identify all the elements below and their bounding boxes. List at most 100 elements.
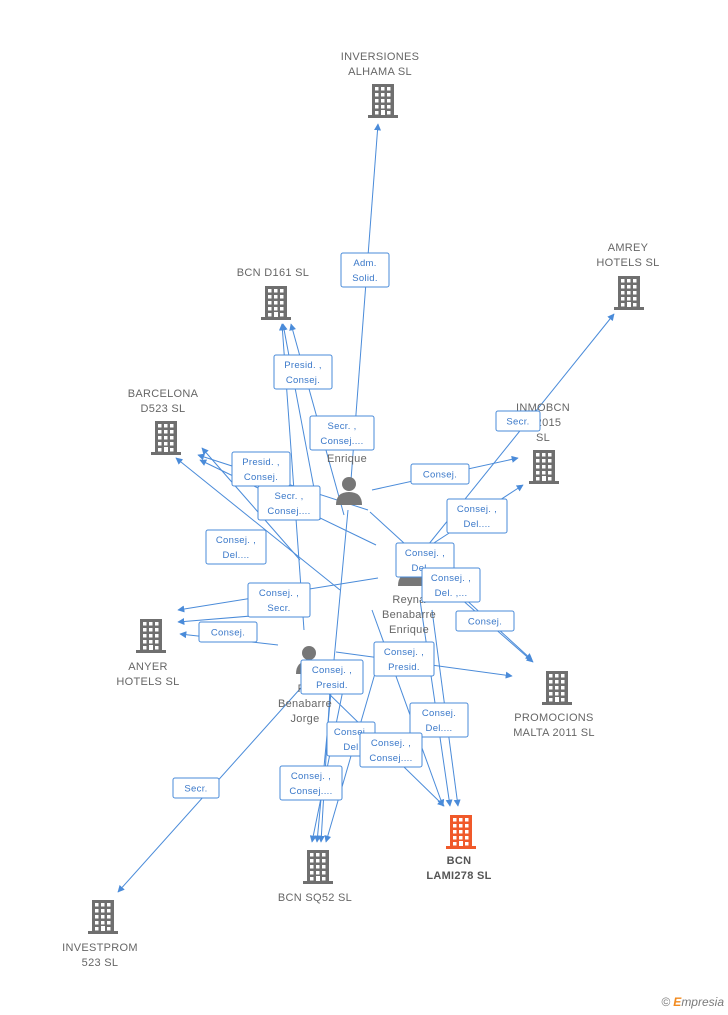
edge-label-box <box>340 252 390 288</box>
building-window <box>274 307 278 311</box>
edge-label[interactable]: Consej.Del.... <box>409 702 469 738</box>
building-window <box>322 853 326 857</box>
edge-label[interactable]: Consej. ,Consej.... <box>359 732 423 768</box>
building-base <box>542 702 572 705</box>
edge-label-text: Consej. , <box>312 665 352 676</box>
building-icon[interactable] <box>261 286 291 320</box>
building-window <box>316 853 320 857</box>
building-window <box>170 436 174 440</box>
building-base <box>261 317 291 320</box>
building-window <box>633 279 637 283</box>
edge-label[interactable]: Secr. ,Consej.... <box>257 485 321 521</box>
building-window <box>548 453 552 457</box>
node-label: D523 SL <box>141 403 186 415</box>
building-icon[interactable] <box>614 276 644 310</box>
edge-label[interactable]: Consej. <box>198 621 258 643</box>
building-window <box>555 680 559 684</box>
building-window <box>274 301 278 305</box>
edge-label-box <box>257 485 321 521</box>
building-icon[interactable] <box>368 84 398 118</box>
node-enrique1[interactable]: Enrique <box>327 453 367 505</box>
edge-label[interactable]: Consej. ,Secr. <box>247 582 311 618</box>
building-door <box>542 476 546 481</box>
node-label: Jorge <box>290 713 319 725</box>
building-base <box>303 881 333 884</box>
edge-label-text: Del.... <box>464 519 491 530</box>
brand-logo-initial: E <box>673 995 682 1009</box>
edge-label[interactable]: Presid. ,Consej. <box>273 354 333 390</box>
building-window <box>158 430 162 434</box>
copyright-symbol: © <box>661 995 671 1009</box>
building-window <box>155 622 159 626</box>
building-icon[interactable] <box>303 850 333 884</box>
building-window <box>280 295 284 299</box>
building-window <box>555 686 559 690</box>
edge-label-text: Solid. <box>352 273 378 284</box>
building-icon[interactable] <box>88 900 118 934</box>
node-d161[interactable]: BCN D161 SL <box>237 267 309 320</box>
building-window <box>633 285 637 289</box>
edge-label-box <box>359 732 423 768</box>
edge-label[interactable]: Adm.Solid. <box>340 252 390 288</box>
building-icon[interactable] <box>542 671 572 705</box>
building-window <box>621 297 625 301</box>
edge-label[interactable]: Secr. <box>172 777 220 799</box>
edge-label-text: Consej. <box>468 617 502 628</box>
building-window <box>143 628 147 632</box>
edge-label[interactable]: Consej. <box>410 463 470 485</box>
building-window <box>555 692 559 696</box>
edge-label[interactable]: Consej. ,Presid. <box>300 659 364 695</box>
edge-label[interactable]: Consej. <box>455 610 515 632</box>
building-window <box>155 634 159 638</box>
building-icon[interactable] <box>529 450 559 484</box>
edge-label[interactable]: Consej. ,Del.... <box>446 498 508 534</box>
building-window <box>381 99 385 103</box>
building-door <box>164 447 168 452</box>
edge-label[interactable]: Consej. ,Presid. <box>373 641 435 677</box>
building-window <box>268 295 272 299</box>
edge-label[interactable]: Secr. <box>495 410 541 432</box>
building-window <box>143 640 147 644</box>
building-window <box>381 93 385 97</box>
building-icon[interactable] <box>136 619 166 653</box>
edge-label[interactable]: Consej. ,Del.... <box>205 529 267 565</box>
building-window <box>387 111 391 115</box>
edge-label[interactable]: Presid. ,Consej. <box>231 451 291 487</box>
building-icon[interactable] <box>151 421 181 455</box>
edge-label-box <box>205 529 267 565</box>
node-label: Benabarre <box>278 698 332 710</box>
building-window <box>453 842 457 846</box>
building-window <box>627 285 631 289</box>
building-window <box>149 622 153 626</box>
building-window <box>453 818 457 822</box>
building-window <box>158 442 162 446</box>
node-label: BCN D161 SL <box>237 267 309 279</box>
edge-label-box <box>446 498 508 534</box>
edge-label-text: Consej. <box>244 472 278 483</box>
edge-label-text: Consej. <box>286 375 320 386</box>
focus-building-icon[interactable] <box>446 815 476 849</box>
node-label: AMREY <box>608 242 649 254</box>
node-sq52[interactable]: BCN SQ52 SL <box>278 850 352 904</box>
edge-label[interactable]: Consej. ,Consej.... <box>279 765 343 801</box>
edge-label[interactable]: Consej. ,Del. ,... <box>421 567 481 603</box>
building-window <box>549 680 553 684</box>
building-window <box>459 824 463 828</box>
edge-label[interactable]: Secr. ,Consej.... <box>309 415 375 451</box>
person-icon[interactable] <box>336 477 362 505</box>
edge-label-text: Del. ,... <box>435 588 468 599</box>
edge-label-text: Consej. , <box>371 738 411 749</box>
building-window <box>453 830 457 834</box>
building-window <box>381 87 385 91</box>
